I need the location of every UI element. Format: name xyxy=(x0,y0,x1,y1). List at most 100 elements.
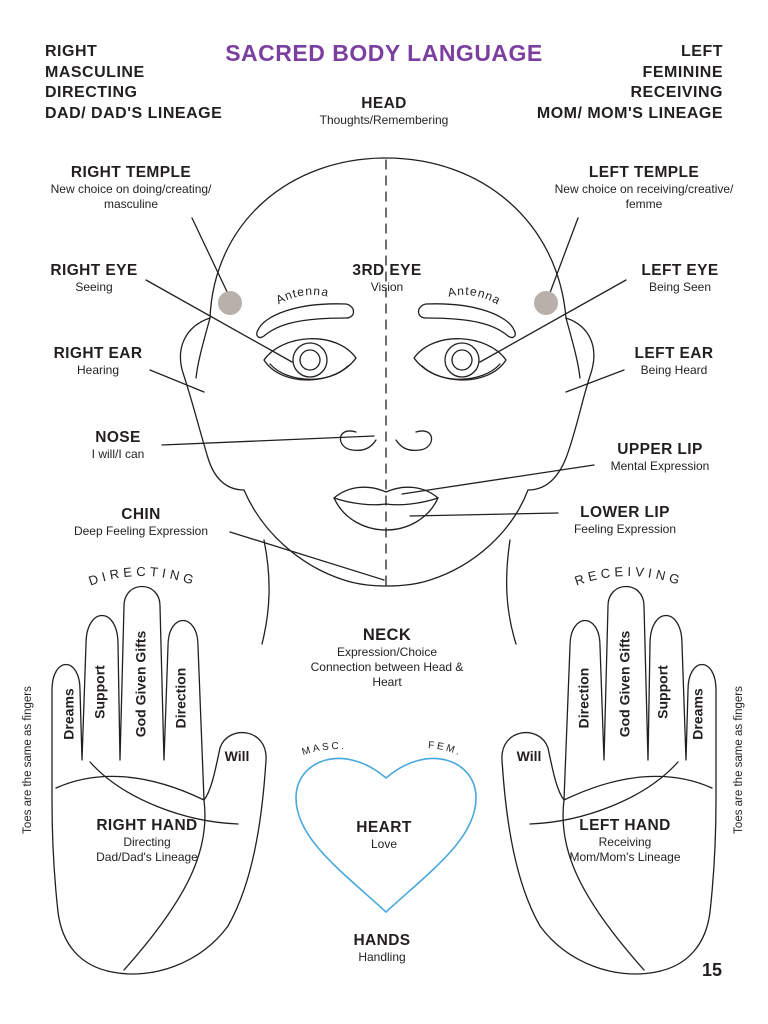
finger-gifts-left: God Given Gifts xyxy=(617,631,633,738)
left-iris xyxy=(444,342,480,378)
right-hand-line-1 xyxy=(55,775,205,801)
head-outline xyxy=(209,157,567,319)
label-left-ear-title: LEFT EAR xyxy=(634,345,714,362)
label-upper-lip: UPPER LIP Mental Expression xyxy=(585,440,735,474)
finger-will-right: Will xyxy=(225,748,250,764)
finger-dreams-right: Dreams xyxy=(61,688,77,740)
page-number: 15 xyxy=(701,960,722,980)
label-left-temple-title: LEFT TEMPLE xyxy=(588,164,700,181)
label-left-temple-sub: New choice on receiving/creative/ xyxy=(554,182,734,196)
pointer-nose xyxy=(161,435,375,446)
left-eyebrow xyxy=(417,303,516,339)
label-right-ear: RIGHT EAR Hearing xyxy=(38,344,158,378)
left-side-line: MOM/ MOM'S LINEAGE xyxy=(536,104,723,122)
label-hands: HANDS Handling xyxy=(322,931,442,965)
pointer-right-temple xyxy=(191,217,231,299)
finger-direction-right: Direction xyxy=(173,668,189,729)
finger-support-left: Support xyxy=(655,665,671,719)
pointer-lower-lip xyxy=(409,512,559,517)
pointer-left-eye xyxy=(479,279,627,363)
label-right-temple-title: RIGHT TEMPLE xyxy=(70,164,192,181)
left-side-line: FEMININE xyxy=(642,63,723,81)
fem-text: FEM. xyxy=(428,740,464,759)
left-ear-outline xyxy=(565,317,581,379)
heart-outline xyxy=(295,757,477,914)
label-right-hand: RIGHT HAND Directing Dad/Dad's Lineage xyxy=(72,816,222,865)
right-side-block: RIGHT MASCULINE DIRECTING DAD/ DAD'S LIN… xyxy=(45,42,222,124)
label-head-title: HEAD xyxy=(361,95,407,112)
masc-text: MASC. xyxy=(301,741,347,758)
right-ear-outline xyxy=(195,317,211,379)
right-side-line: DAD/ DAD'S LINEAGE xyxy=(45,104,223,122)
label-left-hand: LEFT HAND Receiving Mom/Mom's Lineage xyxy=(550,816,700,865)
pointer-right-ear xyxy=(149,369,205,393)
pointer-right-eye xyxy=(145,279,293,363)
left-hand-outline xyxy=(501,585,717,975)
label-third-eye-title: 3RD EYE xyxy=(352,262,422,279)
face-outline xyxy=(179,317,595,587)
label-left-hand-sub: Mom/Mom's Lineage xyxy=(569,850,681,864)
left-side-block: LEFT FEMININE RECEIVING MOM/ MOM'S LINEA… xyxy=(537,42,723,124)
left-hand-line-3 xyxy=(562,799,645,971)
pointer-left-temple xyxy=(547,217,579,299)
finger-direction-left: Direction xyxy=(576,668,592,729)
right-hand-line-3 xyxy=(123,799,206,971)
finger-gifts-right: God Given Gifts xyxy=(133,631,149,738)
right-eyebrow xyxy=(256,303,355,339)
label-right-ear-sub: Hearing xyxy=(76,363,120,377)
finger-will-left: Will xyxy=(517,748,542,764)
label-chin-title: CHIN xyxy=(121,506,161,523)
label-third-eye: 3RD EYE Vision xyxy=(327,261,447,295)
label-heart: HEART Love xyxy=(324,818,444,852)
label-left-ear-sub: Being Heard xyxy=(640,363,708,377)
left-eye xyxy=(413,338,507,381)
left-hand-line-1 xyxy=(563,775,713,801)
right-pupil xyxy=(299,349,321,371)
pointer-left-ear xyxy=(565,369,625,393)
right-eye xyxy=(263,338,357,381)
label-head: HEAD Thoughts/Remembering xyxy=(284,94,484,128)
neck-right-line xyxy=(505,539,517,645)
toes-note-right: Toes are the same as fingers xyxy=(733,686,745,834)
label-left-eye-title: LEFT EYE xyxy=(641,262,719,279)
label-chin: CHIN Deep Feeling Expression xyxy=(56,505,226,539)
label-heart-sub: Love xyxy=(370,837,398,851)
label-neck-sub: Heart xyxy=(372,675,402,689)
receiving-arc-text: RECEIVING xyxy=(573,564,686,589)
right-antenna-text: Antenna xyxy=(274,284,331,307)
label-right-temple: RIGHT TEMPLE New choice on doing/creatin… xyxy=(16,163,246,212)
right-iris xyxy=(292,342,328,378)
left-temple-dot xyxy=(534,291,558,315)
left-pupil xyxy=(451,349,473,371)
label-upper-lip-sub: Mental Expression xyxy=(610,459,710,473)
lower-lip xyxy=(333,497,439,531)
label-head-sub: Thoughts/Remembering xyxy=(319,113,449,127)
label-left-temple: LEFT TEMPLE New choice on receiving/crea… xyxy=(524,163,764,212)
right-side-line: RIGHT xyxy=(45,43,98,60)
toes-note-left: Toes are the same as fingers xyxy=(22,686,34,834)
left-side-line: LEFT xyxy=(681,43,723,60)
label-right-ear-title: RIGHT EAR xyxy=(53,345,143,362)
label-neck: NECK Expression/Choice Connection betwee… xyxy=(287,626,487,690)
left-side-line: RECEIVING xyxy=(630,84,723,101)
label-chin-sub: Deep Feeling Expression xyxy=(73,524,209,538)
finger-dreams-left: Dreams xyxy=(690,688,706,740)
label-right-eye-title: RIGHT EYE xyxy=(50,262,138,279)
label-right-hand-sub: Dad/Dad's Lineage xyxy=(96,850,198,864)
label-nose-sub: I will/I can xyxy=(91,447,145,461)
label-neck-title: NECK xyxy=(362,626,412,644)
neck-left-line xyxy=(261,539,270,645)
left-hand-line-2 xyxy=(529,761,679,825)
label-left-eye-sub: Being Seen xyxy=(648,280,712,294)
label-lower-lip: LOWER LIP Feeling Expression xyxy=(555,503,695,537)
label-heart-title: HEART xyxy=(356,819,412,836)
nose-right xyxy=(339,430,377,452)
label-hands-title: HANDS xyxy=(353,932,411,949)
nose-left xyxy=(395,430,433,452)
label-nose-title: NOSE xyxy=(95,429,141,446)
right-temple-dot xyxy=(218,291,242,315)
label-right-eye-sub: Seeing xyxy=(75,280,113,294)
label-right-temple-sub: New choice on doing/creating/ xyxy=(50,182,212,196)
